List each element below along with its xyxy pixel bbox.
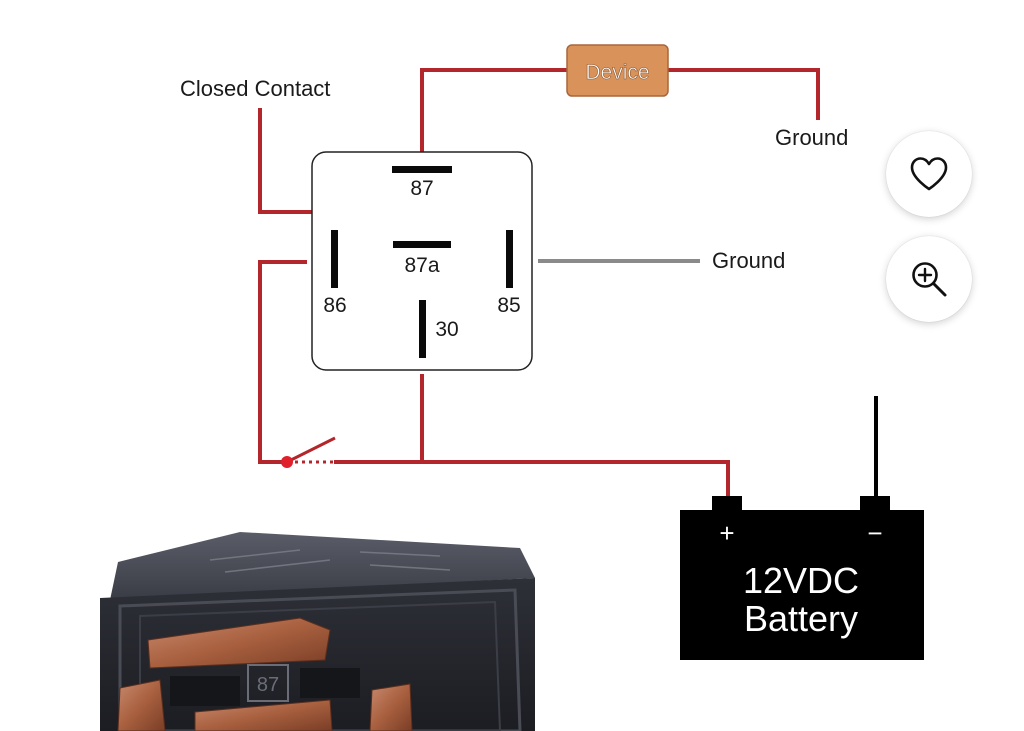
pin-30-bar <box>419 300 426 358</box>
wire-86-to-switch <box>258 260 307 464</box>
battery-body <box>680 510 924 660</box>
ground-right-label: Ground <box>712 248 785 273</box>
battery-label-line2: Battery <box>744 598 858 639</box>
switch <box>281 436 338 468</box>
pin-86-bar <box>331 230 338 288</box>
battery-minus-sign: − <box>867 518 882 548</box>
battery-label-line1: 12VDC <box>743 560 859 601</box>
relay-housing-87-label: 87 <box>257 674 279 696</box>
relay-product-photo: 87 <box>100 532 535 731</box>
relay-schematic-box <box>311 151 533 371</box>
pin-87a-label: 87a <box>404 254 439 277</box>
battery-minus-terminal <box>860 496 890 512</box>
device-box <box>566 44 669 97</box>
relay-housing-87-box <box>247 664 289 702</box>
pin-87-label: 87 <box>410 177 433 200</box>
pin-86-label: 86 <box>323 294 346 317</box>
relay-pins <box>331 166 513 358</box>
battery-plus-terminal <box>712 496 742 512</box>
pin-85-label: 85 <box>497 294 520 317</box>
battery-plus-sign: + <box>719 518 734 548</box>
wire-bus-to-battery <box>334 460 730 500</box>
device-label: Device <box>585 61 649 84</box>
switch-pivot <box>281 456 293 468</box>
closed-contact-label: Closed Contact <box>180 76 330 101</box>
pin-85-bar <box>506 230 513 288</box>
zoom-button[interactable] <box>886 236 972 322</box>
zoom-in-icon <box>912 262 947 297</box>
favorite-button[interactable] <box>886 131 972 217</box>
heart-icon <box>910 157 948 191</box>
pin-30-label: 30 <box>435 318 458 341</box>
ground-top-label: Ground <box>775 125 848 150</box>
pin-87a-bar <box>393 241 451 248</box>
wire-87-to-device <box>420 68 572 154</box>
battery: + − 12VDC Battery <box>680 396 924 660</box>
pin-87-bar <box>392 166 452 173</box>
wire-device-to-ground <box>666 68 820 120</box>
